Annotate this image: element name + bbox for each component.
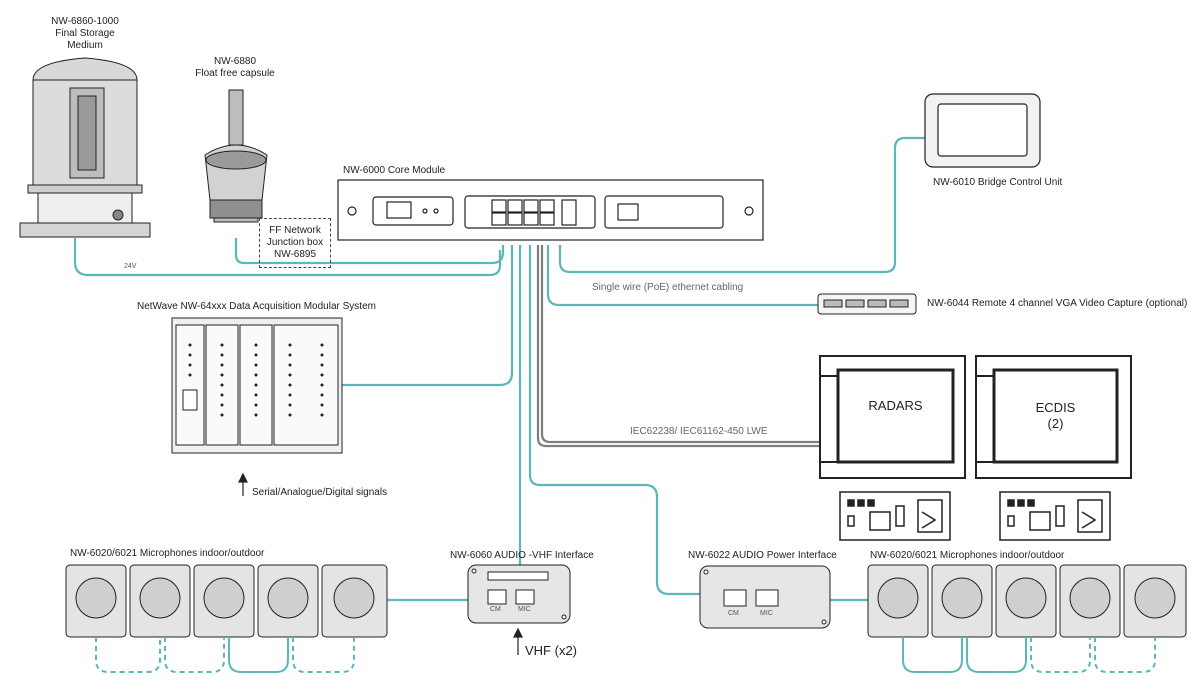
audio-vhf-label: NW-6060 AUDIO -VHF Interface bbox=[450, 550, 594, 561]
radars-control-panel bbox=[839, 491, 951, 541]
teal-cables bbox=[73, 136, 925, 602]
mics-right bbox=[867, 564, 1187, 638]
mics-left-links bbox=[95, 637, 355, 673]
lwe-label: IEC62238/ IEC61162-450 LWE bbox=[630, 426, 768, 437]
radars-display bbox=[819, 355, 966, 479]
audio-power-port1: CM bbox=[728, 610, 739, 617]
audio-power-label: NW-6022 AUDIO Power Interface bbox=[688, 550, 837, 561]
audio-power-device bbox=[699, 565, 831, 629]
ecdis-display bbox=[975, 355, 1132, 479]
core-module-device bbox=[337, 179, 764, 241]
core-label: NW-6000 Core Module bbox=[343, 165, 446, 176]
capsule-name: Float free capsule bbox=[195, 68, 275, 79]
capsule-label: NW-6880 Float free capsule bbox=[185, 56, 285, 80]
poe-label: Single wire (PoE) ethernet cabling bbox=[592, 282, 744, 293]
audio-vhf-port1: CM bbox=[490, 606, 501, 613]
cable-core-lwe-1 bbox=[536, 245, 820, 448]
vga-label: NW-6044 Remote 4 channel VGA Video Captu… bbox=[927, 298, 1188, 309]
ecdis-label: ECDIS (2) bbox=[994, 400, 1117, 432]
audio-vhf-port2: MIC bbox=[518, 606, 531, 613]
storage-medium-device bbox=[19, 57, 151, 238]
ecdis-count: (2) bbox=[1047, 416, 1064, 431]
capsule-model: NW-6880 bbox=[213, 56, 257, 67]
cable-daq-core bbox=[342, 245, 514, 387]
vga-capture-device bbox=[817, 293, 917, 315]
bcu-label: NW-6010 Bridge Control Unit bbox=[933, 177, 1063, 188]
cable-core-lwe-2 bbox=[540, 245, 820, 444]
ecdis-control-panel bbox=[999, 491, 1111, 541]
radars-label: RADARS bbox=[868, 398, 923, 413]
ecdis-name: ECDIS bbox=[1035, 400, 1076, 415]
junction-line2: Junction box bbox=[266, 237, 324, 248]
junction-line3: NW-6895 bbox=[273, 249, 317, 260]
mics-right-label: NW-6020/6021 Microphones indoor/outdoor bbox=[870, 550, 1065, 561]
audio-vhf-device bbox=[467, 564, 571, 624]
cable-core-vga bbox=[546, 245, 820, 307]
storage-label: NW-6860-1000 Final Storage Medium bbox=[30, 16, 140, 52]
audio-power-port2: MIC bbox=[760, 610, 773, 617]
cable-capsule-core bbox=[234, 238, 505, 265]
daq-label: NetWave NW-64xxx Data Acquisition Modula… bbox=[137, 301, 376, 312]
junction-box: FF Network Junction box NW-6895 bbox=[259, 218, 331, 268]
daq-leds bbox=[188, 343, 324, 417]
cable-core-audio-power bbox=[528, 245, 700, 596]
bcu-device bbox=[924, 93, 1041, 168]
storage-model: NW-6860-1000 bbox=[51, 16, 119, 27]
gray-cables bbox=[536, 245, 820, 448]
mics-right-links bbox=[902, 637, 1156, 673]
storage-line2: Medium bbox=[67, 40, 103, 51]
mics-left bbox=[65, 564, 388, 638]
mics-left-label: NW-6020/6021 Microphones indoor/outdoor bbox=[70, 548, 265, 559]
signals-label: Serial/Analogue/Digital signals bbox=[252, 487, 388, 498]
daq-device bbox=[171, 317, 343, 454]
capsule-device bbox=[204, 89, 268, 223]
vhf-label: VHF (x2) bbox=[525, 643, 577, 658]
cable-core-bcu bbox=[558, 136, 925, 274]
storage-line1: Final Storage bbox=[55, 28, 115, 39]
power-label: 24V bbox=[124, 263, 137, 270]
cable-storage-core bbox=[73, 238, 502, 277]
vhf-arrow bbox=[513, 627, 523, 655]
junction-line1: FF Network bbox=[269, 225, 321, 236]
signals-arrow bbox=[238, 472, 248, 496]
